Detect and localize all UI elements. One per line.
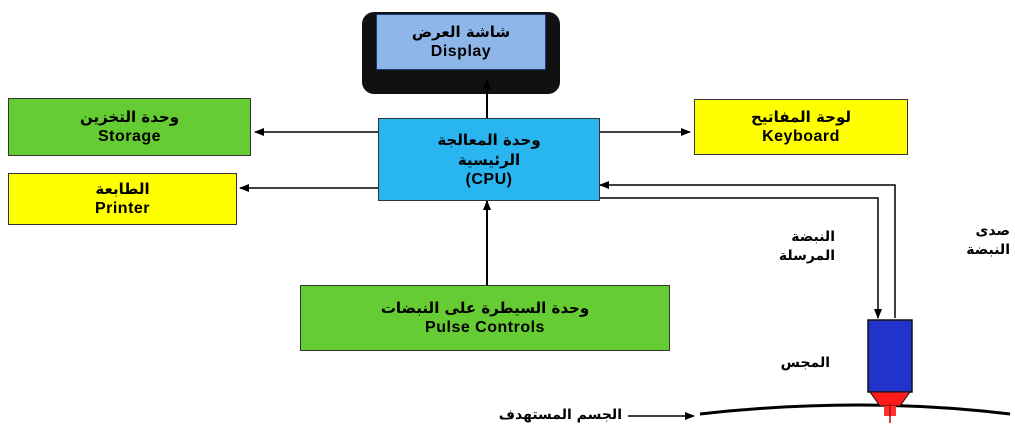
printer-label-ar: الطابعة [95,180,150,198]
keyboard-label-ar: لوحة المفاتيح [751,108,851,126]
echo-line-1: صدى [975,223,1010,239]
cpu-block: وحدة المعالجة الرئيسية (CPU) [378,118,600,201]
display-label-ar: شاشة العرض [411,23,511,41]
probe-body [867,319,913,393]
echo-pulse-label: صدى النبضة [920,222,1010,260]
probe-tip [869,391,911,407]
display-block: شاشة العرض Display [376,14,546,70]
target-label: الجسم المستهدف [498,407,622,423]
target-surface [699,403,1011,416]
storage-label-en: Storage [97,128,162,145]
printer-block: الطابعة Printer [8,173,237,225]
pulse-controls-label-en: Pulse Controls [425,319,545,336]
display-label-en: Display [430,43,492,60]
cpu-label-ar-2: الرئيسية [457,150,521,169]
cpu-label-en: (CPU) [465,170,513,188]
arrow-echo-to-cpu [599,181,896,318]
sent-pulse-line-1: النبضة [791,229,835,245]
keyboard-block: لوحة المفاتيح Keyboard [694,99,908,155]
arrow-pulse-to-probe [600,197,882,319]
sent-pulse-line-2: المرسلة [778,248,835,264]
storage-label-ar: وحدة التخزين [79,108,180,126]
pulse-controls-block: وحدة السيطرة على النبضات Pulse Controls [300,285,670,351]
printer-label-en: Printer [94,200,151,217]
echo-line-2: النبضة [966,242,1010,258]
sent-pulse-label: النبضة المرسلة [740,228,835,266]
keyboard-label-en: Keyboard [762,128,840,145]
storage-block: وحدة التخزين Storage [8,98,251,156]
cpu-label-ar-1: وحدة المعالجة [437,130,541,149]
pulse-controls-label-ar: وحدة السيطرة على النبضات [380,299,590,317]
probe-label: المجس [780,355,830,371]
